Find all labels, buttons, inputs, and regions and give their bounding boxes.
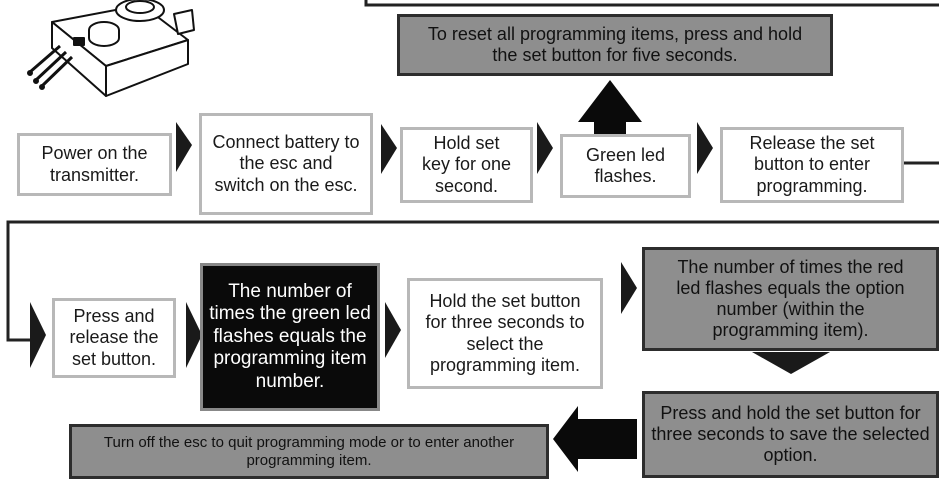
green-count-step-box: The number of times the green led flashe… [200, 263, 380, 411]
release-set-step-text: Release the set button to enter programm… [749, 133, 875, 196]
arrow-7 [385, 302, 401, 358]
connect-battery-step-text: Connect battery to the esc and switch on… [212, 132, 360, 195]
reset-step-box: To reset all programming items, press an… [397, 14, 833, 76]
reset-step-text: To reset all programming items, press an… [427, 23, 803, 65]
green-led-step-box: Green led flashes. [560, 134, 691, 198]
green-led-step-text: Green led flashes. [585, 144, 666, 186]
arrow-3 [537, 122, 553, 174]
release-set-step-box: Release the set button to enter programm… [720, 127, 904, 203]
left-arrow [553, 406, 637, 472]
hold-three-step-box: Hold the set button for three seconds to… [407, 278, 603, 389]
save-option-step-box: Press and hold the set button for three … [642, 391, 939, 478]
red-count-step-box: The number of times the red led flashes … [642, 247, 939, 351]
red-count-step-text: The number of times the red led flashes … [676, 256, 905, 341]
green-count-step-text: The number of times the green led flashe… [209, 280, 371, 392]
save-option-step-text: Press and hold the set button for three … [651, 402, 930, 466]
arrow-2 [381, 124, 397, 174]
down-arrow [752, 352, 830, 374]
turn-off-step-text: Turn off the esc to quit programming mod… [103, 433, 515, 469]
arrow-5 [30, 302, 46, 368]
hold-set-key-step-text: Hold set key for one second. [421, 133, 512, 196]
esc-programming-card-icon [27, 0, 195, 97]
press-release-step-box: Press and release the set button. [52, 298, 176, 378]
press-release-step-text: Press and release the set button. [69, 306, 159, 369]
connect-battery-step-box: Connect battery to the esc and switch on… [199, 113, 373, 215]
arrow-4 [697, 122, 713, 174]
row2-entry-line [6, 220, 939, 342]
hold-three-step-text: Hold the set button for three seconds to… [425, 291, 585, 375]
top-frame-line [364, 0, 939, 7]
power-on-step-text: Power on the transmitter. [41, 143, 148, 185]
power-on-step-box: Power on the transmitter. [17, 133, 172, 196]
hold-set-key-step-box: Hold set key for one second. [400, 127, 533, 203]
arrow-1 [176, 122, 192, 172]
turn-off-step-box: Turn off the esc to quit programming mod… [69, 424, 549, 479]
arrow-6 [186, 302, 202, 368]
arrow-8 [621, 262, 637, 314]
